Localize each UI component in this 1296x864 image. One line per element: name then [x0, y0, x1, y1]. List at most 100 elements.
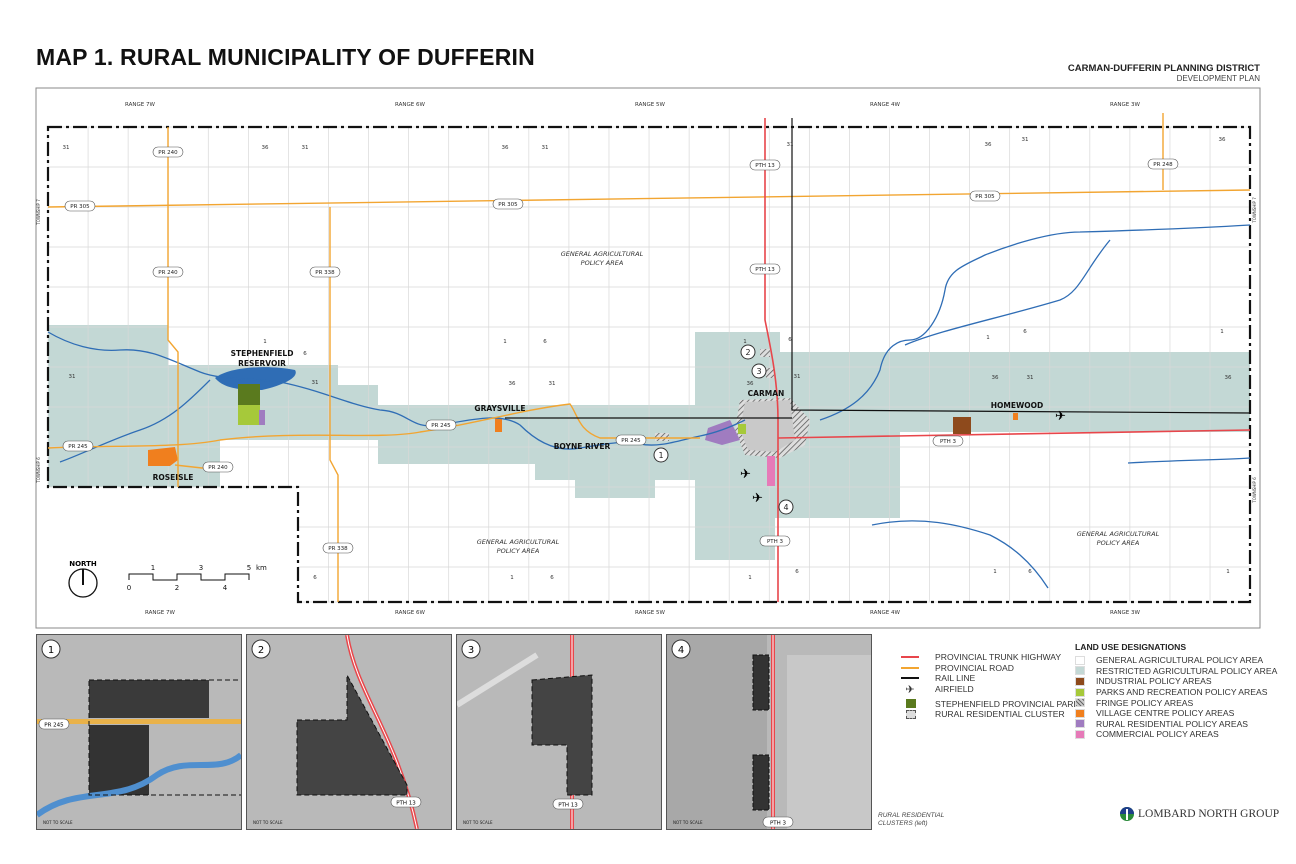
provincial-trunk-highways: [764, 118, 1251, 602]
road-shield: [932, 435, 964, 447]
road-label: PR 305: [70, 204, 90, 210]
legend-line-swatch: [901, 677, 919, 680]
range-label: RANGE 4W: [870, 610, 900, 616]
cluster-swatch: [906, 709, 916, 719]
legend-line-swatch: [901, 666, 919, 669]
range-label: RANGE 6W: [395, 610, 425, 616]
land-use-swatch: [1075, 708, 1085, 718]
inset-cluster-1: 1 PR 245 NOT TO SCALE: [36, 634, 242, 830]
carman-commercial: [767, 456, 775, 486]
inset-road-label: PTH 13: [558, 803, 578, 809]
road-label: PR 245: [431, 423, 451, 429]
section-number: 31: [63, 145, 70, 151]
road-label: PR 338: [315, 270, 335, 276]
section-number: 6: [313, 575, 317, 581]
section-number: 31: [542, 145, 549, 151]
district-name: CARMAN-DUFFERIN PLANNING DISTRICT: [1067, 63, 1260, 74]
cluster-marker[interactable]: [740, 344, 756, 360]
airfield-icon: ✈: [740, 467, 751, 482]
section-number: 31: [302, 145, 309, 151]
land-use-swatch: [1075, 655, 1085, 665]
road-shield: [309, 266, 341, 278]
legend-label: RAIL LINE: [935, 673, 976, 684]
legend-item: ✈AIRFIELD: [898, 684, 1079, 696]
section-number: 31: [1027, 375, 1034, 381]
cluster-number: 1: [658, 451, 663, 460]
road-shield: [1147, 158, 1179, 170]
road-shield: [62, 440, 94, 452]
lombard-north-logo: LOMBARD NORTH GROUP: [1120, 806, 1279, 822]
section-number: 1: [743, 339, 747, 345]
land-use-swatch: [1075, 676, 1085, 686]
section-number: 31: [1022, 137, 1029, 143]
legend-item: RAIL LINE: [898, 673, 1079, 684]
legend-label: STEPHENFIELD PROVINCIAL PARK: [935, 698, 1080, 709]
parks-recreation-area: [238, 405, 260, 425]
section-number: 31: [69, 374, 76, 380]
stephenfield-reservoir: [215, 367, 296, 390]
policy-area-label: GENERAL AGRICULTURAL: [561, 250, 644, 258]
legend-item: RURAL RESIDENTIAL CLUSTER: [898, 709, 1079, 720]
not-to-scale: NOT TO SCALE: [673, 820, 703, 825]
section-number: 6: [303, 351, 307, 357]
place-label: ROSEISLE: [153, 473, 194, 482]
inset-number: 2: [258, 645, 264, 656]
road-shield: [969, 190, 1001, 202]
scale-label: 1: [151, 564, 155, 572]
land-use-label: PARKS AND RECREATION POLICY AREAS: [1096, 687, 1268, 698]
inset-cluster-4: 4 PTH 3 NOT TO SCALE: [666, 634, 872, 830]
map-title: MAP 1. RURAL MUNICIPALITY OF DUFFERIN: [36, 44, 535, 70]
land-use-swatch: [1075, 719, 1085, 729]
section-number: 36: [747, 381, 754, 387]
range-label: RANGE 7W: [125, 102, 155, 108]
section-number: 31: [549, 381, 556, 387]
section-number: 36: [985, 142, 992, 148]
land-use-label: COMMERCIAL POLICY AREAS: [1096, 729, 1219, 740]
section-number: 36: [262, 145, 269, 151]
range-label: RANGE 7W: [145, 610, 175, 616]
legend-swatch: [906, 699, 916, 709]
cluster-number: 2: [745, 348, 750, 357]
section-number: 31: [787, 142, 794, 148]
policy-area-label: POLICY AREA: [581, 259, 624, 267]
road-label: PR 245: [621, 438, 641, 444]
scale-unit: km: [256, 564, 267, 572]
range-label: RANGE 5W: [635, 610, 665, 616]
north-arrow: NORTH: [68, 560, 98, 598]
inset-cluster-3: 3 PTH 13 NOT TO SCALE: [456, 634, 662, 830]
place-label: CARMAN: [748, 389, 785, 398]
land-use-swatch: [1075, 687, 1085, 697]
note-line: RURAL RESIDENTIAL: [878, 812, 945, 819]
scale-bar: [128, 573, 250, 581]
cluster-marker[interactable]: [778, 499, 794, 515]
graysville-village-centre: [495, 418, 502, 432]
land-use-item: COMMERCIAL POLICY AREAS: [1075, 729, 1277, 740]
section-number: 36: [1225, 375, 1232, 381]
legend-line-swatch: [901, 656, 919, 659]
inset-road-label: PR 245: [44, 723, 64, 729]
township-label: TOWNSHIP 6: [36, 457, 41, 484]
clusters-note: RURAL RESIDENTIAL CLUSTERS (left): [878, 812, 944, 828]
section-number: 1: [503, 339, 507, 345]
land-use-item: RESTRICTED AGRICULTURAL POLICY AREA: [1075, 666, 1277, 677]
cluster-marker[interactable]: [751, 363, 767, 379]
provincial-park: [238, 384, 260, 406]
road-label: PR 305: [975, 194, 995, 200]
place-label: HOMEWOOD: [991, 401, 1044, 410]
section-number: 1: [986, 335, 990, 341]
district-header: CARMAN-DUFFERIN PLANNING DISTRICT DEVELO…: [1068, 63, 1260, 83]
not-to-scale: NOT TO SCALE: [253, 820, 283, 825]
road-shield: [749, 263, 781, 275]
place-label: GRAYSVILLE: [474, 404, 525, 413]
range-label: RANGE 6W: [395, 102, 425, 108]
place-label: BOYNE RIVER: [554, 442, 611, 451]
provincial-roads: [47, 113, 1251, 602]
road-shield: [749, 159, 781, 171]
carman-parks: [738, 424, 746, 434]
road-shield: [152, 146, 184, 158]
road-label: PR 305: [498, 202, 518, 208]
cluster-marker[interactable]: [653, 447, 669, 463]
range-label: RANGE 5W: [635, 102, 665, 108]
cluster-3-area: [766, 368, 774, 378]
rural-residential-area: [259, 410, 265, 425]
